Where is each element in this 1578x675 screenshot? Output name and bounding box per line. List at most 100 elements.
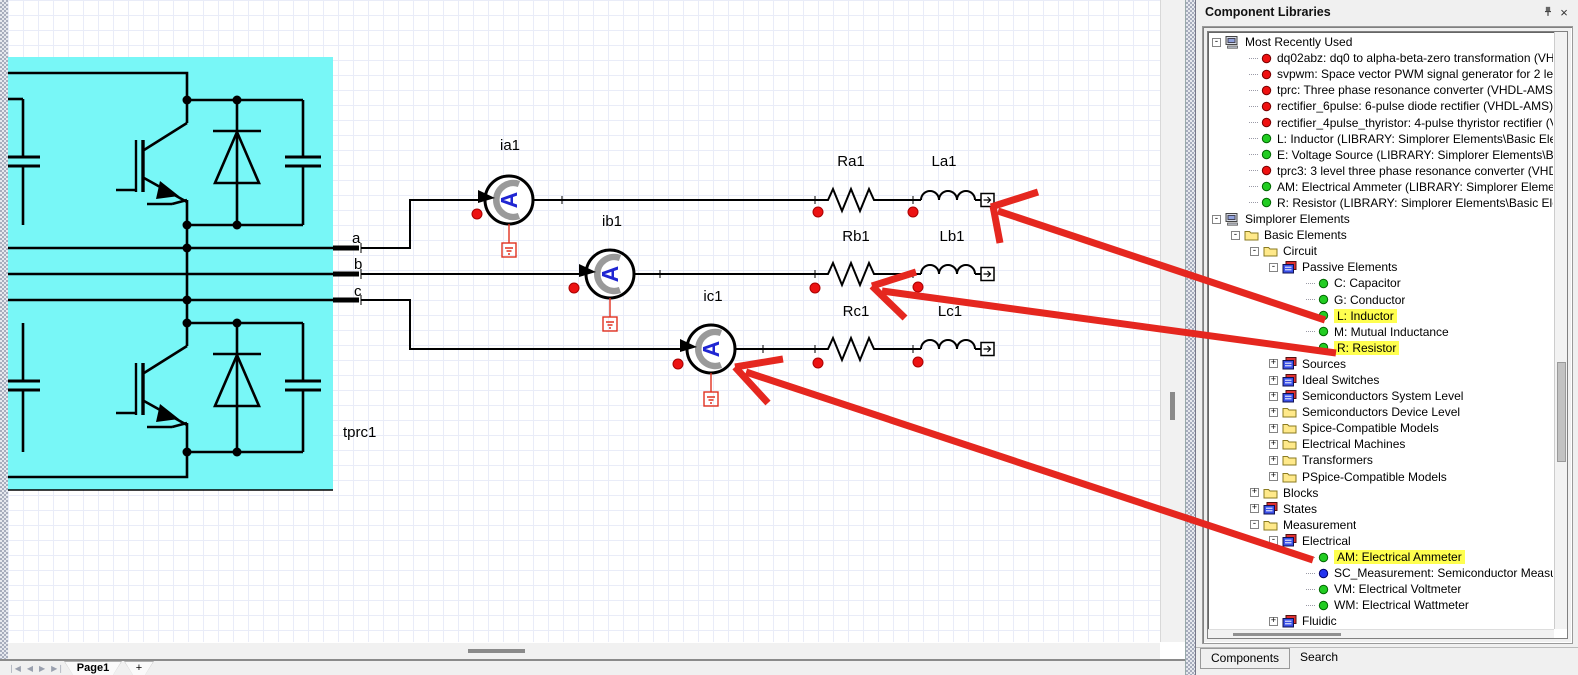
inductor-Lc1-label: Lc1 — [938, 303, 962, 320]
tree-item-dq02abz-dq0-to-alpha-beta-zero-t[interactable]: dq02abz: dq0 to alpha-beta-zero transfor… — [1208, 50, 1553, 66]
tree-item-fluidic[interactable]: +Fluidic — [1208, 613, 1553, 628]
tree-item-am-electrical-ammeter[interactable]: AM: Electrical Ammeter — [1208, 549, 1553, 565]
tree-item-basic-elements[interactable]: -Basic Elements — [1208, 227, 1553, 243]
expander-icon[interactable]: + — [1269, 438, 1278, 449]
expander-icon[interactable]: + — [1269, 374, 1278, 385]
terminal-a[interactable] — [980, 192, 995, 208]
tree-item-tprc-three-phase-resonance-conve[interactable]: tprc: Three phase resonance converter (V… — [1208, 82, 1553, 98]
tree-item-measurement[interactable]: -Measurement — [1208, 517, 1553, 533]
tree-item-label: AM: Electrical Ammeter — [1334, 550, 1465, 565]
canvas-horizontal-scrollbar[interactable] — [8, 643, 1160, 659]
expander-icon[interactable]: + — [1269, 454, 1278, 465]
expander-icon[interactable]: - — [1269, 535, 1278, 546]
tree-item-rectifier-4pulse-thyristor-4-pul[interactable]: rectifier_4pulse_thyristor: 4-pulse thyr… — [1208, 114, 1553, 130]
canvas-vertical-scrollbar[interactable] — [1160, 0, 1185, 642]
terminal-b[interactable] — [980, 266, 995, 282]
terminal-c[interactable] — [980, 341, 995, 357]
add-page-tab[interactable]: + — [124, 661, 154, 675]
tree-item-g-conductor[interactable]: G: Conductor — [1208, 292, 1553, 308]
ammeter-ia1[interactable]: A — [478, 174, 535, 258]
expander-icon[interactable]: - — [1250, 519, 1259, 530]
expander-icon[interactable]: + — [1269, 358, 1278, 369]
tree-item-spice-compatible-models[interactable]: +Spice-Compatible Models — [1208, 420, 1553, 436]
expander-icon[interactable]: - — [1250, 245, 1259, 256]
page-nav-buttons[interactable]: ❘◀ ◀ ▶ ▶❘ — [8, 661, 64, 675]
tree-horizontal-scrollbar[interactable] — [1208, 629, 1554, 638]
tree-item-vm-electrical-voltmeter[interactable]: VM: Electrical Voltmeter — [1208, 581, 1553, 597]
scrollbar-thumb[interactable] — [1557, 362, 1566, 462]
tree-item-blocks[interactable]: +Blocks — [1208, 485, 1553, 501]
next-page-icon[interactable]: ▶ — [39, 663, 46, 673]
ground-ia1[interactable] — [501, 224, 517, 258]
expander-icon[interactable]: - — [1231, 229, 1240, 240]
tree-item-semiconductors-device-level[interactable]: +Semiconductors Device Level — [1208, 404, 1553, 420]
scrollbar-thumb[interactable] — [1170, 392, 1175, 420]
resistor-Ra1[interactable] — [822, 186, 877, 214]
tree-item-r-resistor-library-simplorer-ele[interactable]: R: Resistor (LIBRARY: Simplorer Elements… — [1208, 195, 1553, 211]
tree-item-tprc3-3-level-three-phase-resona[interactable]: tprc3: 3 level three phase resonance con… — [1208, 163, 1553, 179]
expander-icon[interactable]: + — [1269, 615, 1278, 626]
tree-item-r-resistor[interactable]: R: Resistor — [1208, 340, 1553, 356]
last-page-icon[interactable]: ▶❘ — [51, 663, 65, 673]
tree-item-sc-measurement-semiconductor-mea[interactable]: SC_Measurement: Semiconductor Measurem — [1208, 565, 1553, 581]
inductor-Lb1[interactable] — [920, 264, 976, 275]
folder-icon — [1282, 438, 1297, 450]
ground-ic1[interactable] — [703, 373, 719, 407]
tree-item-simplorer-elements[interactable]: -Simplorer Elements — [1208, 211, 1553, 227]
tree-item-passive-elements[interactable]: -Passive Elements — [1208, 259, 1553, 275]
tree-item-svpwm-space-vector-pwm-signal-ge[interactable]: svpwm: Space vector PWM signal generator… — [1208, 66, 1553, 82]
tree-item-l-inductor[interactable]: L: Inductor — [1208, 308, 1553, 324]
tree-item-l-inductor-library-simplorer-ele[interactable]: L: Inductor (LIBRARY: Simplorer Elements… — [1208, 131, 1553, 147]
inductor-La1[interactable] — [920, 190, 976, 201]
expander-icon[interactable]: + — [1269, 390, 1278, 401]
tree-connector — [1306, 556, 1315, 558]
tab-page1[interactable]: Page1 — [64, 661, 122, 675]
resistor-Rc1[interactable] — [822, 335, 877, 363]
tree-item-electrical[interactable]: -Electrical — [1208, 533, 1553, 549]
tree-item-states[interactable]: +States — [1208, 501, 1553, 517]
tree-item-wm-electrical-wattmeter[interactable]: WM: Electrical Wattmeter — [1208, 597, 1553, 613]
red-dot-icon — [1261, 117, 1272, 128]
tprc1-block[interactable] — [8, 57, 333, 491]
tree-item-circuit[interactable]: -Circuit — [1208, 243, 1553, 259]
schematic-canvas[interactable]: tprc1 a b c — [8, 0, 1160, 642]
expander-icon[interactable]: + — [1250, 503, 1259, 514]
expander-icon[interactable]: - — [1269, 261, 1278, 272]
tree-item-most-recently-used[interactable]: -Most Recently Used — [1208, 34, 1553, 50]
tree-item-rectifier-6pulse-6-pulse-diode-r[interactable]: rectifier_6pulse: 6-pulse diode rectifie… — [1208, 98, 1553, 114]
ammeter-ic1[interactable]: A — [680, 323, 737, 407]
tree-item-am-electrical-ammeter-library-si[interactable]: AM: Electrical Ammeter (LIBRARY: Simplor… — [1208, 179, 1553, 195]
panel-splitter[interactable] — [1185, 0, 1196, 675]
close-icon[interactable]: × — [1560, 4, 1568, 20]
expander-icon[interactable]: + — [1250, 487, 1259, 498]
panel-tab-search[interactable]: Search — [1300, 650, 1339, 664]
tree-item-ideal-switches[interactable]: +Ideal Switches — [1208, 372, 1553, 388]
wire-phase-b[interactable] — [361, 270, 981, 278]
tree-item-transformers[interactable]: +Transformers — [1208, 452, 1553, 468]
tree-item-m-mutual-inductance[interactable]: M: Mutual Inductance — [1208, 324, 1553, 340]
scrollbar-thumb[interactable] — [468, 649, 525, 653]
inductor-Lc1[interactable] — [920, 339, 976, 350]
expander-icon[interactable]: + — [1269, 471, 1278, 482]
scrollbar-thumb[interactable] — [1233, 633, 1341, 636]
ammeter-ib1[interactable]: A — [579, 248, 636, 332]
pin-icon[interactable] — [1540, 4, 1556, 20]
expander-icon[interactable]: - — [1212, 213, 1221, 224]
tree-item-sources[interactable]: +Sources — [1208, 356, 1553, 372]
tree-item-e-voltage-source-library-simplor[interactable]: E: Voltage Source (LIBRARY: Simplorer El… — [1208, 147, 1553, 163]
resistor-Rb1[interactable] — [822, 260, 877, 288]
tree-item-c-capacitor[interactable]: C: Capacitor — [1208, 275, 1553, 291]
tree-item-electrical-machines[interactable]: +Electrical Machines — [1208, 436, 1553, 452]
expander-icon[interactable]: + — [1269, 406, 1278, 417]
panel-tab-components[interactable]: Components — [1200, 648, 1291, 669]
wire-phase-c[interactable] — [361, 299, 981, 353]
tree-item-pspice-compatible-models[interactable]: +PSpice-Compatible Models — [1208, 469, 1553, 485]
tree-vertical-scrollbar[interactable] — [1554, 32, 1567, 629]
prev-page-icon[interactable]: ◀ — [26, 663, 34, 673]
ground-ib1[interactable] — [602, 298, 618, 332]
tree-item-semiconductors-system-level[interactable]: +Semiconductors System Level — [1208, 388, 1553, 404]
wire-phase-a[interactable] — [361, 196, 981, 249]
expander-icon[interactable]: + — [1269, 422, 1278, 433]
expander-icon[interactable]: - — [1212, 36, 1221, 47]
first-page-icon[interactable]: ❘◀ — [8, 663, 21, 673]
